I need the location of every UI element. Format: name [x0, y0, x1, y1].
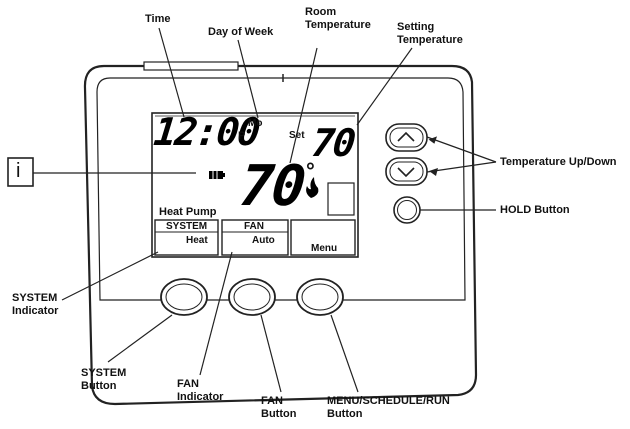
thermostat-inner-bezel	[96, 77, 466, 301]
menu-label: Menu	[311, 243, 338, 254]
leader-menu-button	[330, 314, 359, 393]
callout-hold-button: HOLD Button	[500, 204, 570, 216]
leader-lines	[33, 27, 497, 393]
leader-setting-temp	[356, 47, 413, 126]
callout-setting-temperature: Setting Temperature	[397, 21, 463, 46]
leader-day	[237, 39, 259, 119]
leader-time	[158, 27, 185, 118]
callout-system-button: SYSTEM Button	[81, 367, 127, 392]
arrowhead-down	[429, 168, 438, 176]
hold-button[interactable]	[393, 196, 421, 224]
info-glyph: i	[16, 160, 21, 182]
set-temp-readout: 70	[309, 121, 357, 165]
battery-icon	[209, 171, 225, 179]
chevron-down-icon	[397, 167, 415, 178]
set-label: Set	[289, 130, 305, 141]
leader-up	[426, 136, 497, 163]
callout-system-indicator: SYSTEM Indicator	[12, 292, 59, 317]
fan-value: Auto	[252, 235, 275, 246]
leader-fan-indicator	[199, 251, 233, 376]
leader-fan-button	[260, 314, 282, 393]
menu-softkey-box	[290, 219, 356, 256]
degree-symbol: °	[306, 158, 315, 183]
leader-room-temp	[289, 47, 318, 164]
temp-up-button[interactable]	[385, 123, 428, 152]
callout-day-of-week: Day of Week	[208, 26, 274, 38]
leader-system-indicator	[61, 251, 159, 301]
leader-system-button	[107, 314, 173, 363]
callout-room-temperature: Room Temperature	[305, 6, 371, 31]
callout-menu-button: MENU/SCHEDULE/RUN Button	[327, 395, 450, 420]
day-readout: Mo	[248, 118, 263, 129]
menu-button[interactable]	[296, 278, 344, 316]
flame-icon	[306, 177, 319, 198]
callout-time: Time	[145, 13, 171, 25]
heat-pump-label: Heat Pump	[159, 206, 217, 218]
system-header: SYSTEM	[166, 221, 208, 232]
temp-down-button[interactable]	[385, 157, 428, 186]
fan-header: FAN	[244, 221, 264, 232]
chevron-up-icon	[397, 131, 415, 142]
system-value: Heat	[186, 235, 208, 246]
room-temp-readout: 70	[236, 154, 307, 219]
callout-fan-indicator: FAN Indicator	[177, 378, 224, 403]
system-button[interactable]	[160, 278, 208, 316]
pm-indicator: P	[238, 130, 246, 142]
info-box	[7, 157, 34, 187]
arrowhead-up	[428, 136, 438, 144]
system-softkey-box	[154, 219, 219, 256]
callout-temperature-up-down: Temperature Up/Down	[500, 156, 617, 168]
leader-down	[426, 161, 497, 173]
callout-fan-button: FAN Button	[261, 395, 297, 420]
fan-button[interactable]	[228, 278, 276, 316]
top-notch	[143, 61, 239, 71]
fan-softkey-box	[221, 219, 289, 256]
room-temp-side-box	[327, 182, 355, 216]
lcd-screen	[151, 112, 359, 258]
